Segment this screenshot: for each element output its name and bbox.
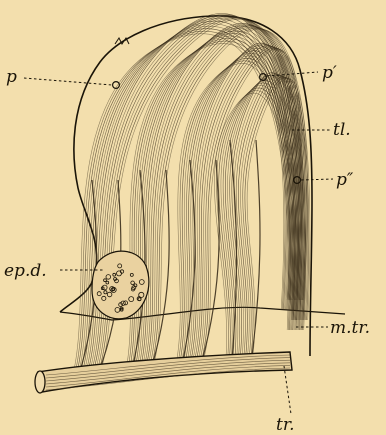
- label-m-tr: m.tr.: [330, 318, 370, 338]
- label-tr: tr.: [276, 415, 295, 435]
- label-p: p: [6, 67, 17, 87]
- label-tl: tl.: [333, 120, 351, 140]
- label-p-prime: p′: [322, 63, 337, 83]
- label-p-double-prime: p″: [336, 170, 354, 190]
- epidermal-body: [92, 251, 149, 319]
- trunk-cut-end: [35, 371, 45, 393]
- label-ep-d: ep.d.: [4, 261, 47, 281]
